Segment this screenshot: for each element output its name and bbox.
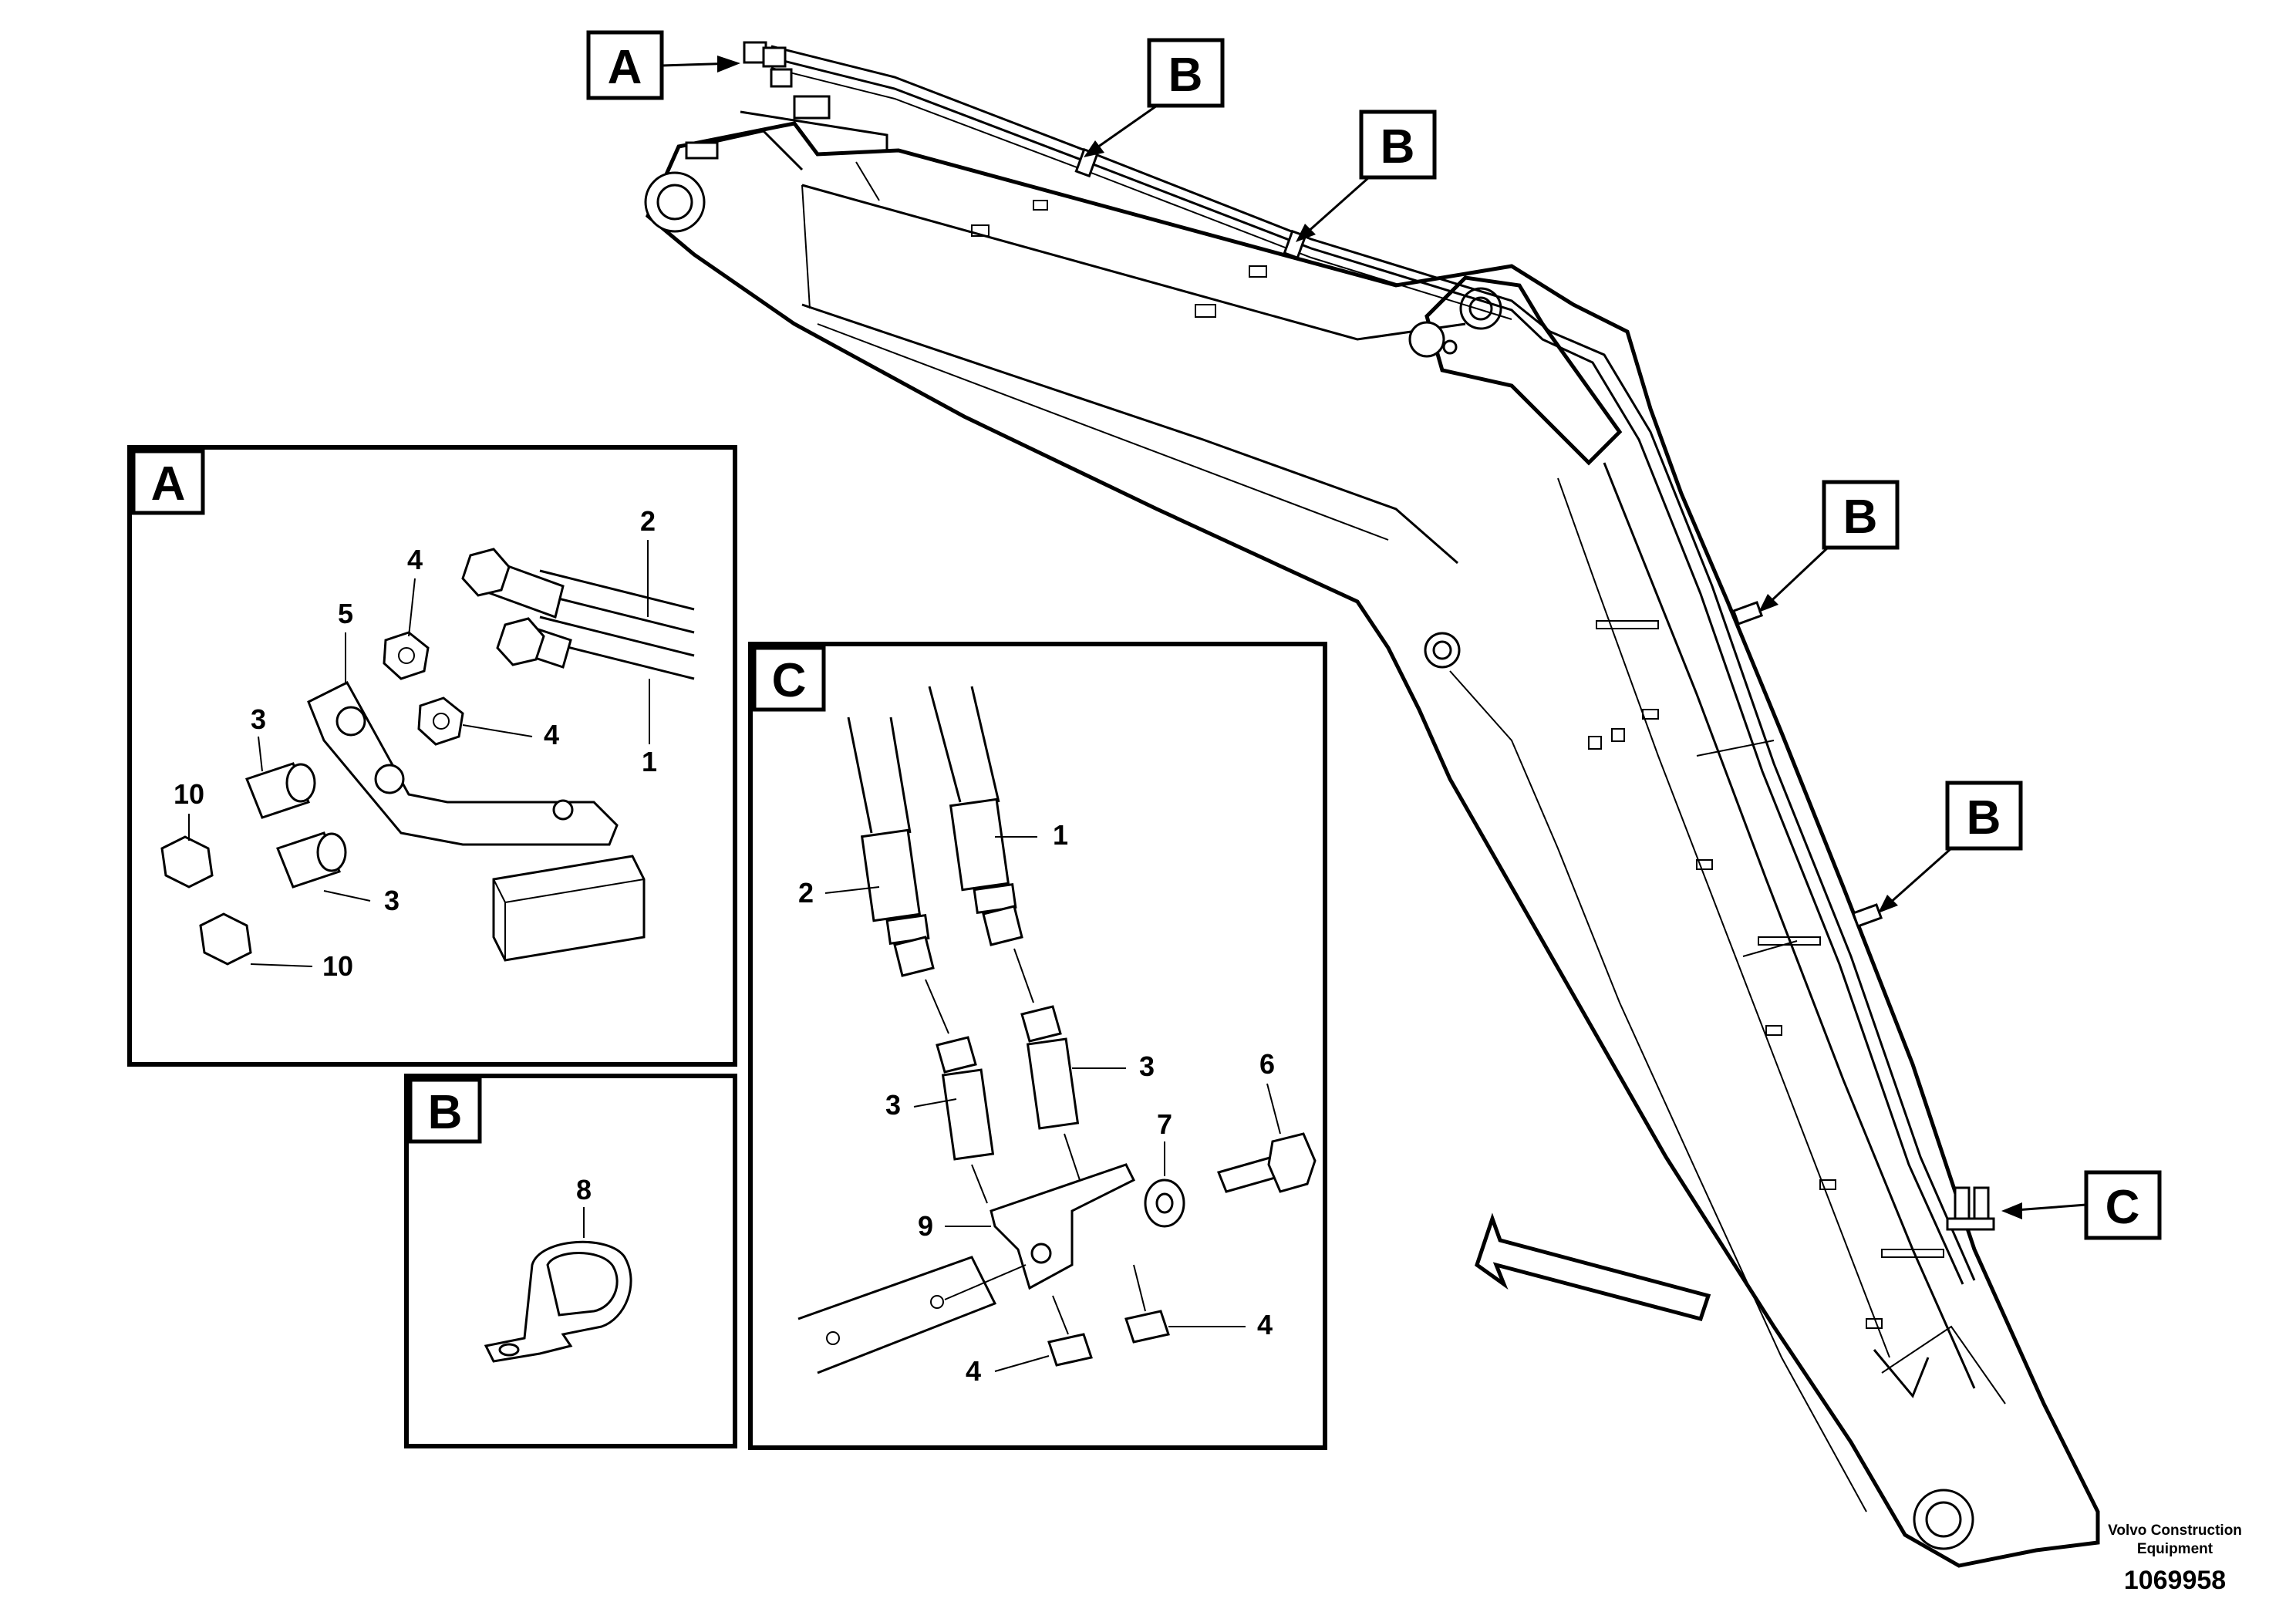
detail-a-part-3-left: 3: [251, 703, 266, 735]
detail-a-part-5: 5: [338, 598, 353, 629]
detail-c-part-2: 2: [798, 877, 814, 909]
detail-a-part-2: 2: [640, 505, 656, 537]
detail-c-part-1: 1: [1053, 819, 1068, 851]
detail-c-part-7: 7: [1157, 1108, 1172, 1140]
detail-a-part-10-bottom: 10: [322, 950, 353, 982]
callout-a-main: A: [586, 30, 740, 100]
callout-c-main: C: [2001, 1170, 2162, 1240]
callout-b-main-1: B: [1084, 38, 1225, 157]
callout-b-label-4: B: [1967, 791, 2001, 845]
detail-c-part-3-right: 3: [1139, 1050, 1155, 1082]
detail-a-part-10-top: 10: [174, 778, 204, 810]
callout-b-main-3: B: [1758, 480, 1900, 612]
callout-b-main-4: B: [1878, 781, 2023, 913]
detail-b-panel: B 8: [404, 1074, 737, 1448]
callout-b-label-2: B: [1381, 120, 1415, 174]
detail-a-part-4-right: 4: [544, 719, 559, 750]
callout-b-main-2: B: [1296, 110, 1437, 242]
detail-c-part-6: 6: [1259, 1048, 1275, 1080]
detail-a-panel: A 2 4 5 4 3: [127, 445, 737, 1067]
callout-b-label-1: B: [1168, 49, 1203, 102]
credit-line-2: Equipment: [2137, 1541, 2213, 1557]
detail-a-title: A: [151, 457, 186, 511]
detail-c-part-4-right: 4: [1257, 1309, 1273, 1340]
credit-line-1: Volvo Construction: [2108, 1523, 2242, 1539]
callout-b-label-3: B: [1843, 491, 1878, 544]
detail-a-part-4-top: 4: [407, 544, 423, 575]
callout-c-label: C: [2106, 1181, 2140, 1234]
detail-c-title: C: [772, 654, 807, 707]
callout-a-label: A: [608, 41, 642, 94]
detail-b-title: B: [428, 1086, 463, 1139]
detail-b-part-8: 8: [576, 1174, 592, 1206]
direction-arrow-icon: [1475, 1212, 1711, 1322]
detail-c-panel: C 1 2: [748, 642, 1327, 1450]
detail-a-part-1: 1: [642, 746, 657, 777]
drawing-number: 1069958: [2124, 1566, 2226, 1595]
detail-c-part-9: 9: [918, 1210, 933, 1242]
detail-c-part-4-left: 4: [966, 1355, 981, 1387]
detail-c-part-3-left: 3: [885, 1089, 901, 1121]
detail-a-part-3-right: 3: [384, 885, 400, 916]
